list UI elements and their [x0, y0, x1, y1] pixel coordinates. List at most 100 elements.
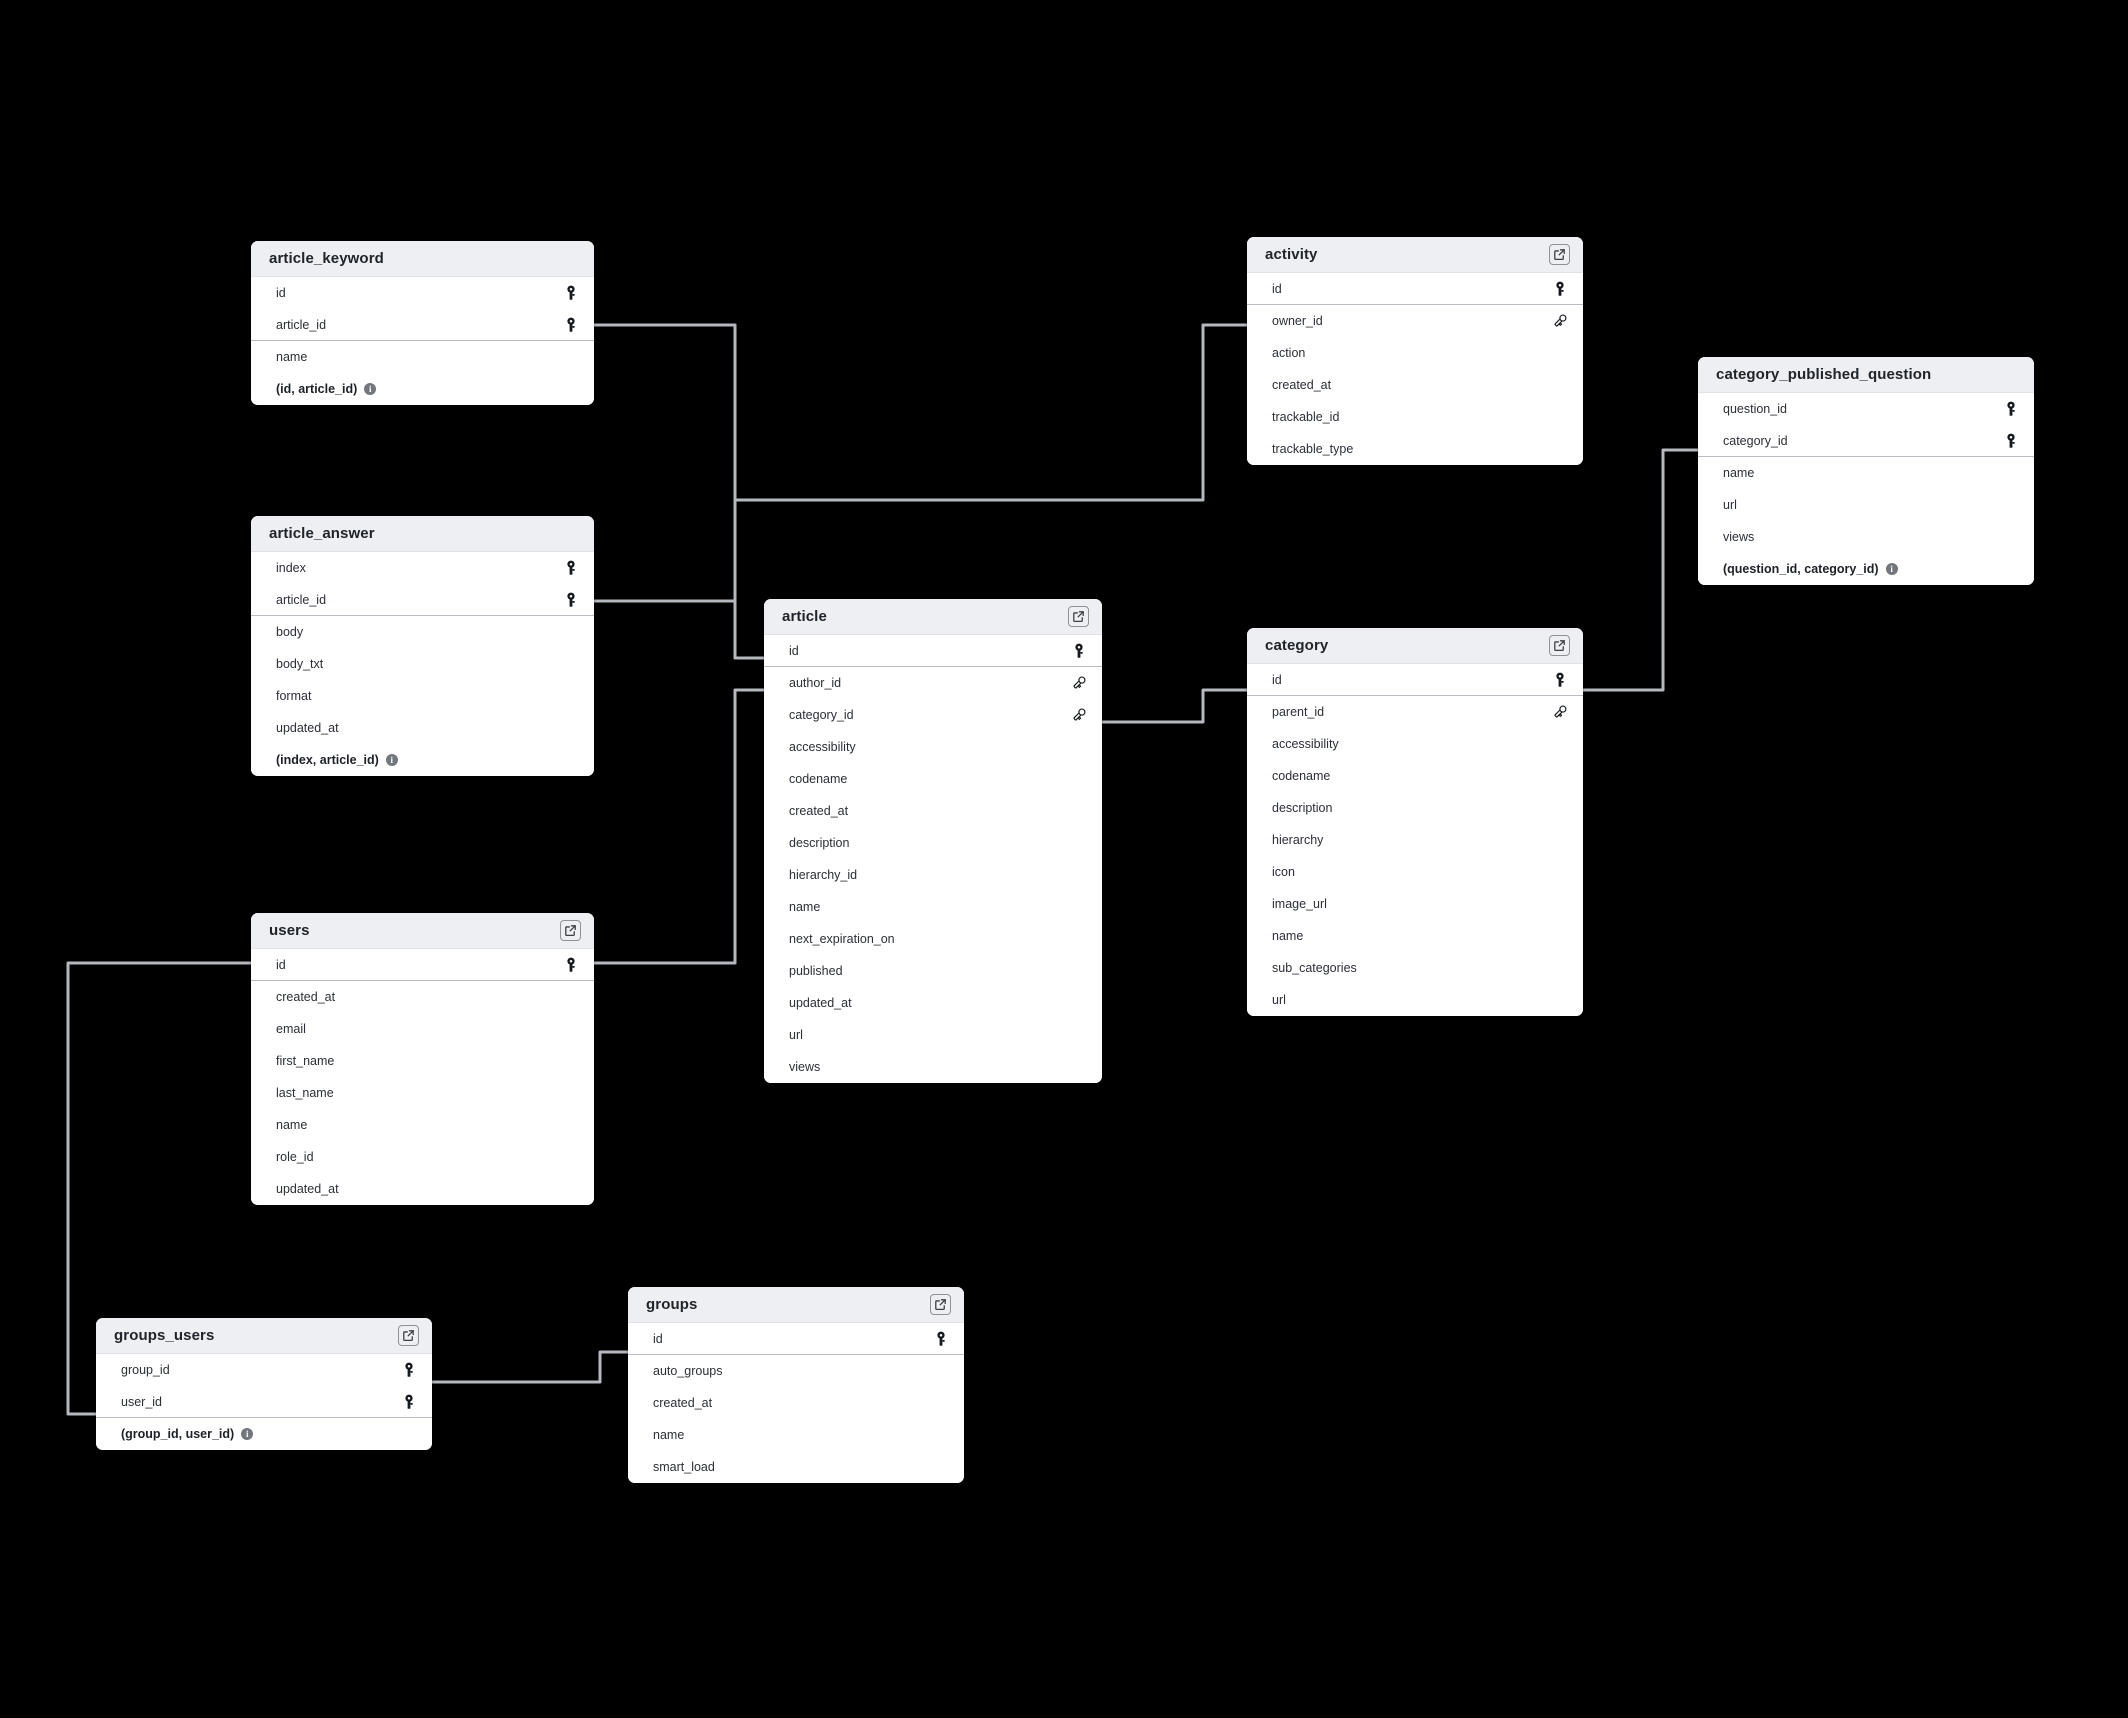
column-row[interactable]: views	[764, 1051, 1102, 1083]
table-header-groups[interactable]: groups	[628, 1287, 964, 1323]
column-row[interactable]: codename	[1247, 760, 1583, 792]
column-row[interactable]: name	[1247, 920, 1583, 952]
key-slot-empty	[563, 1117, 579, 1133]
column-row[interactable]: parent_id	[1247, 696, 1583, 728]
external-link-icon[interactable]	[930, 1294, 951, 1315]
column-row[interactable]: id	[251, 949, 594, 981]
column-row[interactable]: accessibility	[764, 731, 1102, 763]
column-row[interactable]: hierarchy	[1247, 824, 1583, 856]
column-row[interactable]: user_id	[96, 1386, 432, 1418]
column-row[interactable]: name	[251, 341, 594, 373]
table-header-category[interactable]: category	[1247, 628, 1583, 664]
column-row[interactable]: trackable_id	[1247, 401, 1583, 433]
table-header-groups_users[interactable]: groups_users	[96, 1318, 432, 1354]
column-row[interactable]: category_id	[764, 699, 1102, 731]
column-row[interactable]: name	[1698, 457, 2034, 489]
column-row[interactable]: url	[1247, 984, 1583, 1016]
table-header-article[interactable]: article	[764, 599, 1102, 635]
column-row[interactable]: name	[628, 1419, 964, 1451]
column-row[interactable]: group_id	[96, 1354, 432, 1386]
column-row[interactable]: id	[764, 635, 1102, 667]
info-circle-icon[interactable]: i	[385, 754, 398, 766]
column-row[interactable]: category_id	[1698, 425, 2034, 457]
column-row[interactable]: views	[1698, 521, 2034, 553]
column-row[interactable]: index	[251, 552, 594, 584]
index-row[interactable]: (index, article_id)i	[251, 744, 594, 776]
column-row[interactable]: updated_at	[764, 987, 1102, 1019]
column-row[interactable]: body	[251, 616, 594, 648]
table-header-category_published_question[interactable]: category_published_question	[1698, 357, 2034, 393]
column-row[interactable]: id	[1247, 664, 1583, 696]
column-name: created_at	[653, 1396, 713, 1410]
column-row[interactable]: last_name	[251, 1077, 594, 1109]
table-header-article_keyword[interactable]: article_keyword	[251, 241, 594, 277]
column-row[interactable]: id	[1247, 273, 1583, 305]
column-row[interactable]: created_at	[1247, 369, 1583, 401]
column-row[interactable]: description	[1247, 792, 1583, 824]
column-row[interactable]: auto_groups	[628, 1355, 964, 1387]
info-circle-icon[interactable]: i	[241, 1428, 254, 1440]
index-row[interactable]: (group_id, user_id)i	[96, 1418, 432, 1450]
index-row[interactable]: (question_id, category_id)i	[1698, 553, 2034, 585]
column-row[interactable]: created_at	[251, 981, 594, 1013]
column-row[interactable]: codename	[764, 763, 1102, 795]
column-row[interactable]: icon	[1247, 856, 1583, 888]
key-slot-empty	[1552, 864, 1568, 880]
table-header-activity[interactable]: activity	[1247, 237, 1583, 273]
column-row[interactable]: article_id	[251, 584, 594, 616]
external-link-icon[interactable]	[560, 920, 581, 941]
column-row[interactable]: hierarchy_id	[764, 859, 1102, 891]
column-row[interactable]: created_at	[764, 795, 1102, 827]
external-link-icon[interactable]	[1068, 606, 1089, 627]
table-header-users[interactable]: users	[251, 913, 594, 949]
column-row[interactable]: first_name	[251, 1045, 594, 1077]
info-circle-icon[interactable]: i	[1885, 563, 1898, 575]
info-circle-icon[interactable]: i	[364, 383, 377, 395]
column-row[interactable]: accessibility	[1247, 728, 1583, 760]
key-slot-empty	[1071, 931, 1087, 947]
column-row[interactable]: format	[251, 680, 594, 712]
column-row[interactable]: next_expiration_on	[764, 923, 1102, 955]
table-header-article_answer[interactable]: article_answer	[251, 516, 594, 552]
key-slot-empty	[1552, 736, 1568, 752]
column-row[interactable]: id	[628, 1323, 964, 1355]
column-row[interactable]: name	[764, 891, 1102, 923]
column-row[interactable]: question_id	[1698, 393, 2034, 425]
column-row[interactable]: owner_id	[1247, 305, 1583, 337]
column-row[interactable]: url	[1698, 489, 2034, 521]
column-row[interactable]: role_id	[251, 1141, 594, 1173]
column-row[interactable]: smart_load	[628, 1451, 964, 1483]
column-name: parent_id	[1272, 705, 1325, 719]
column-row[interactable]: updated_at	[251, 712, 594, 744]
column-row[interactable]: updated_at	[251, 1173, 594, 1205]
column-row[interactable]: published	[764, 955, 1102, 987]
column-row[interactable]: action	[1247, 337, 1583, 369]
column-row[interactable]: description	[764, 827, 1102, 859]
external-link-icon[interactable]	[1549, 244, 1570, 265]
column-row[interactable]: body_txt	[251, 648, 594, 680]
column-row[interactable]: image_url	[1247, 888, 1583, 920]
column-row[interactable]: trackable_type	[1247, 433, 1583, 465]
column-row[interactable]: name	[251, 1109, 594, 1141]
column-row[interactable]: author_id	[764, 667, 1102, 699]
column-row[interactable]: sub_categories	[1247, 952, 1583, 984]
column-row[interactable]: id	[251, 277, 594, 309]
table-title: groups	[646, 1296, 698, 1313]
column-row[interactable]: email	[251, 1013, 594, 1045]
column-row[interactable]: created_at	[628, 1387, 964, 1419]
column-row[interactable]: url	[764, 1019, 1102, 1051]
external-link-icon[interactable]	[1549, 635, 1570, 656]
external-link-icon[interactable]	[398, 1325, 419, 1346]
index-row[interactable]: (id, article_id)i	[251, 373, 594, 405]
column-row[interactable]: article_id	[251, 309, 594, 341]
